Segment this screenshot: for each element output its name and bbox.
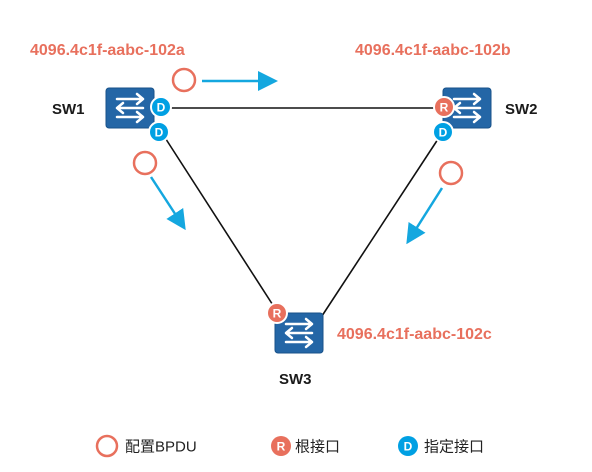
bpdu-icon bbox=[132, 150, 158, 176]
sw3-bridge-id: 4096.4c1f-aabc-102c bbox=[337, 326, 492, 343]
link-sw1-sw3 bbox=[161, 132, 279, 314]
sw3-root-port: R bbox=[266, 302, 288, 324]
designated-letter: D bbox=[157, 101, 166, 115]
legend-bpdu-icon bbox=[95, 434, 119, 458]
sw2-label: SW2 bbox=[505, 101, 538, 118]
svg-text:R: R bbox=[277, 440, 286, 454]
switch-sw1-icon bbox=[104, 86, 156, 130]
arrow-icon bbox=[149, 176, 186, 231]
legend-root-port-icon: R bbox=[271, 436, 291, 456]
sw2-designated-port: D bbox=[432, 121, 454, 143]
sw1-label: SW1 bbox=[52, 101, 85, 118]
sw1-designated-port-to-sw3: D bbox=[148, 121, 170, 143]
legend-bpdu-label: 配置BPDU bbox=[125, 439, 197, 456]
legend-designated-label: 指定接口 bbox=[424, 439, 484, 456]
arrow-icon bbox=[406, 187, 444, 245]
sw2-root-port: R bbox=[433, 96, 455, 118]
designated-letter: D bbox=[439, 126, 448, 140]
legend-root-label: 根接口 bbox=[295, 439, 340, 456]
root-letter: R bbox=[273, 307, 282, 321]
svg-text:D: D bbox=[404, 440, 413, 454]
link-sw2-sw3 bbox=[317, 132, 443, 323]
legend: 配置BPDU R 根接口 D 指定接口 bbox=[95, 434, 484, 458]
legend-designated-port-icon: D bbox=[398, 436, 418, 456]
designated-letter: D bbox=[155, 126, 164, 140]
bpdu-icon bbox=[171, 67, 197, 93]
sw3-label: SW3 bbox=[279, 371, 312, 388]
sw1-designated-port-to-sw2: D bbox=[150, 96, 172, 118]
root-letter: R bbox=[440, 101, 449, 115]
sw1-bridge-id: 4096.4c1f-aabc-102a bbox=[30, 42, 185, 59]
bpdu-icon bbox=[438, 160, 464, 186]
sw2-bridge-id: 4096.4c1f-aabc-102b bbox=[355, 42, 511, 59]
